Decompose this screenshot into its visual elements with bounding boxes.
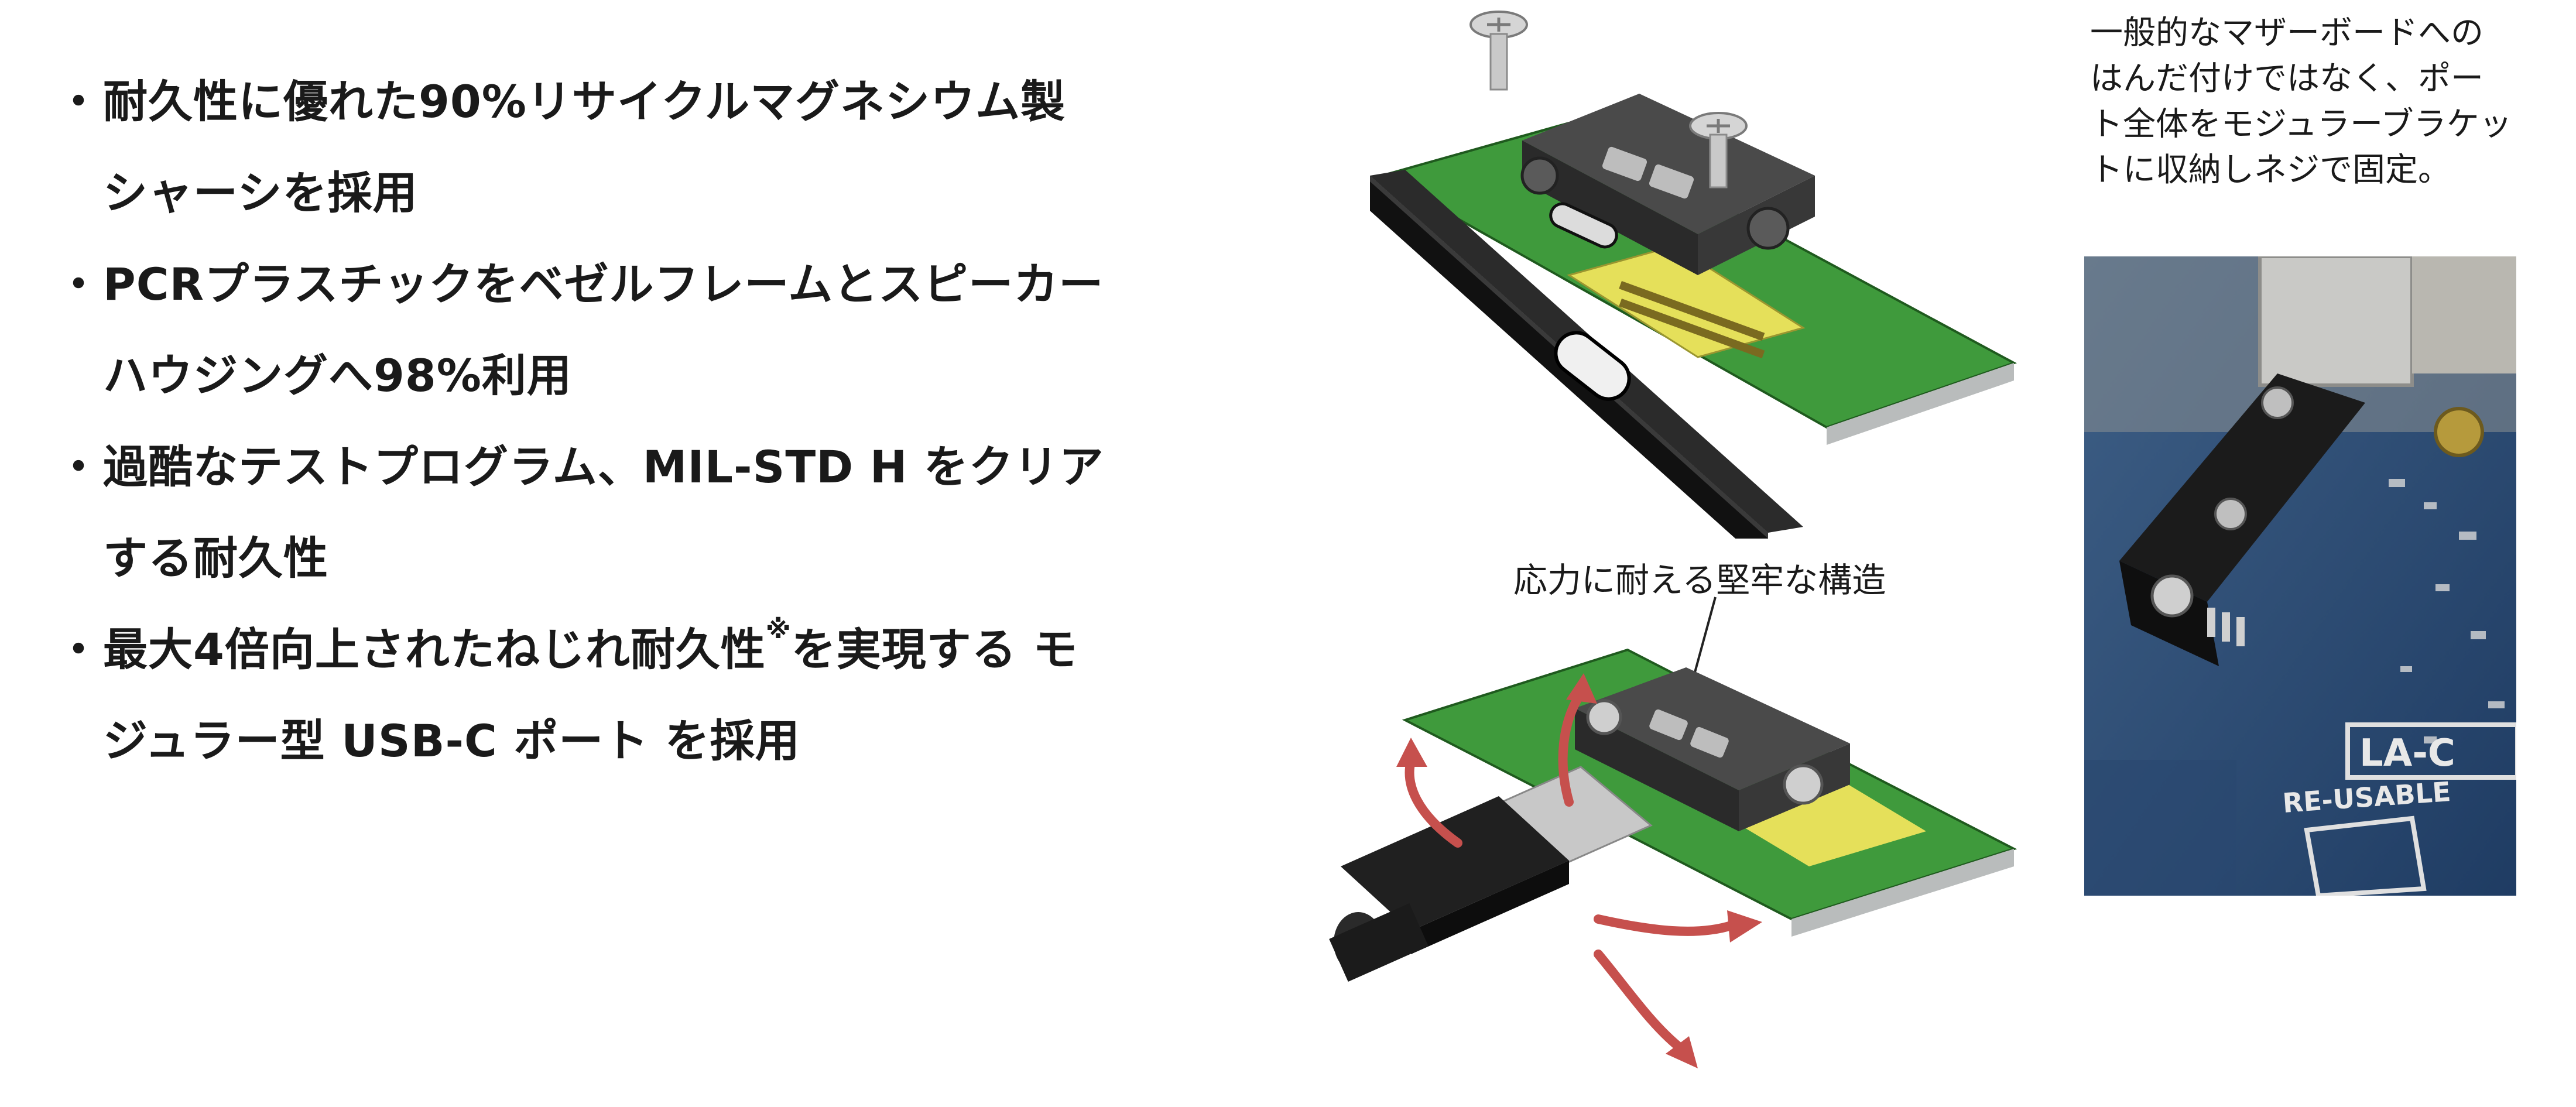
stress-illustration	[1329, 597, 2017, 1068]
bullet-marker: ・	[56, 258, 101, 310]
bullet-line: 最大4倍向上されたねじれ耐久性※を実現する モ	[103, 604, 1268, 695]
modular-bracket	[2119, 373, 2365, 666]
bullet-marker: ・	[56, 623, 101, 676]
component-dots	[2389, 479, 2505, 743]
bullet-item-2: ・ PCRプラスチックをベゼルフレームとスピーカー ハウジングへ98%利用	[56, 239, 1268, 421]
bullet-line: 耐久性に優れた90%リサイクルマグネシウム製	[103, 76, 1066, 128]
photo-caption: 一般的なマザーボードへの はんだ付けではなく、ポー ト全体をモジュラーブラケッ …	[2090, 11, 2570, 193]
footnote-mark: ※	[765, 615, 792, 645]
screw-icon	[1689, 112, 1748, 189]
stress-arrow-icon	[1405, 689, 1738, 1053]
bullet-line: 過酷なテストプログラム、MIL-STD H をクリア	[103, 441, 1104, 493]
exploded-port-illustration	[1370, 11, 2017, 539]
screw-icon	[1469, 11, 1528, 91]
bullet-item-1: ・ 耐久性に優れた90%リサイクルマグネシウム製 シャーシを採用	[56, 56, 1268, 239]
caption-line: 一般的なマザーボードへの	[2090, 14, 2483, 52]
stress-arrowhead-icon	[1396, 673, 1762, 1068]
bullet-item-3: ・ 過酷なテストプログラム、MIL-STD H をクリア する耐久性	[56, 421, 1268, 604]
bullet-item-4: ・ 最大4倍向上されたねじれ耐久性※を実現する モ ジュラー型 USB-C ポー…	[56, 604, 1268, 787]
modular-bracket	[1520, 94, 1815, 275]
caption-line: トに収納しネジで固定。	[2090, 151, 2451, 189]
port-cutout	[1554, 331, 1631, 401]
stress-structure-caption: 応力に耐える堅牢な構造	[1513, 560, 1886, 600]
bullet-text: 最大4倍向上されたねじれ耐久性	[103, 623, 766, 676]
caption-line: はんだ付けではなく、ポー	[2090, 60, 2483, 98]
feature-list: ・ 耐久性に優れた90%リサイクルマグネシウム製 シャーシを採用 ・ PCRプラ…	[56, 56, 1268, 787]
bullet-marker: ・	[56, 76, 101, 128]
pin-array	[1619, 281, 1765, 359]
bullet-line: ジュラー型 USB-C ポート を採用	[103, 715, 800, 767]
caption-line: ト全体をモジュラーブラケッ	[2090, 105, 2512, 143]
usb-c-cable-icon	[1329, 766, 1653, 982]
modular-bracket	[1575, 667, 1850, 831]
bullet-line: する耐久性	[103, 532, 328, 584]
recycle-mark	[2304, 815, 2427, 896]
usb-c-receptacle	[1549, 202, 1618, 249]
bullet-line: ハウジングへ98%利用	[103, 349, 572, 402]
bullet-line: PCRプラスチックをベゼルフレームとスピーカー	[103, 258, 1104, 310]
mount-hole	[2434, 407, 2484, 457]
bullet-text: を実現する モ	[791, 623, 1078, 676]
board-label: LA-C	[2359, 732, 2455, 775]
bullet-marker: ・	[56, 441, 101, 493]
motherboard-photo: LA-C RE-USABLE	[2084, 256, 2516, 896]
bullet-line: シャーシを採用	[103, 167, 418, 219]
